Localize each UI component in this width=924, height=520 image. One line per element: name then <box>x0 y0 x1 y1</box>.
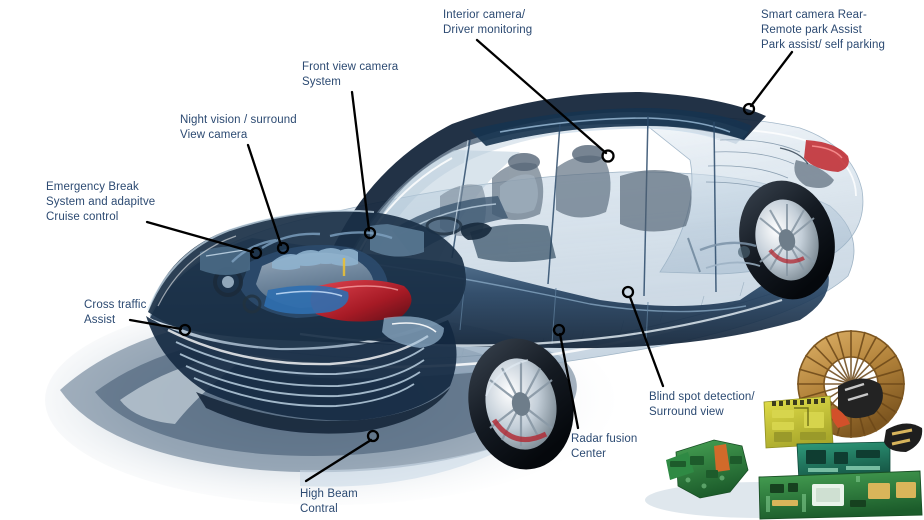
leader-marker-night-vision-surround-view <box>276 241 290 255</box>
callout-leaders <box>128 38 794 483</box>
green-pcb-folded <box>666 439 749 499</box>
leader-line-front-view-camera <box>350 90 371 232</box>
gold-contacts <box>772 482 916 506</box>
front-end <box>146 316 457 434</box>
callout-label-line: Night vision / surround <box>180 114 297 126</box>
leader-marker-smart-camera-rear <box>742 102 756 116</box>
callout-label-line: Emergency Break <box>46 181 139 193</box>
rear-wheel <box>739 180 835 300</box>
leader-line-high-beam-control <box>304 438 373 483</box>
callout-label-line: Blind spot detection/ <box>649 391 755 403</box>
leader-line-smart-camera-rear <box>749 50 794 108</box>
callout-label-line: System and adapitve <box>46 196 156 208</box>
leader-marker-high-beam-control <box>366 429 380 443</box>
callout-label-line: Interior camera/ <box>443 9 526 21</box>
callout-label-line: System <box>302 76 341 88</box>
pcb-cluster <box>666 330 923 520</box>
leader-line-blind-spot-surround-view <box>628 295 665 388</box>
yellow-pcb <box>763 395 834 449</box>
callout-label-line: Surround view <box>649 406 724 418</box>
leader-line-interior-camera <box>475 38 608 155</box>
callout-label-line: Cross traffic <box>84 299 147 311</box>
leader-marker-blind-spot-surround-view <box>621 285 635 299</box>
leader-line-emergency-brake-acc <box>145 220 255 254</box>
leader-marker-cross-traffic-assist <box>178 323 192 337</box>
green-pcb-main <box>758 470 923 520</box>
callout-label-blind-spot-surround-view: Blind spot detection/Surround view <box>649 390 755 420</box>
callout-label-line: Park assist/ self parking <box>761 39 885 51</box>
callout-label-line: Contral <box>300 503 338 515</box>
callout-label-line: Remote park Assist <box>761 24 862 36</box>
teal-pcb <box>796 441 891 483</box>
leader-marker-front-view-camera <box>363 226 377 240</box>
callout-label-line: Assist <box>84 314 116 326</box>
dark-flex-strip <box>884 423 923 452</box>
leader-marker-emergency-brake-acc <box>249 246 263 260</box>
leader-line-night-vision-surround-view <box>246 143 283 247</box>
leader-marker-radar-fusion-center <box>552 323 566 337</box>
callout-label-line: High Beam <box>300 488 358 500</box>
callout-label-interior-camera: Interior camera/Driver monitoring <box>443 8 532 38</box>
callout-label-line: Driver monitoring <box>443 24 533 36</box>
callout-label-line: Radar fusion <box>571 433 638 445</box>
rear-suspension <box>687 237 761 273</box>
callout-label-line: Cruise control <box>46 211 119 223</box>
callout-label-line: View camera <box>180 129 248 141</box>
leader-line-radar-fusion-center <box>558 332 580 430</box>
callout-label-line: Smart camera Rear- <box>761 9 867 21</box>
callout-label-line: Center <box>571 448 607 460</box>
callout-label-line: Front view camera <box>302 61 399 73</box>
leader-marker-interior-camera <box>601 149 615 163</box>
leader-line-cross-traffic-assist <box>128 318 183 331</box>
front-wheel <box>468 338 574 470</box>
dark-flex-circuit <box>830 378 883 428</box>
